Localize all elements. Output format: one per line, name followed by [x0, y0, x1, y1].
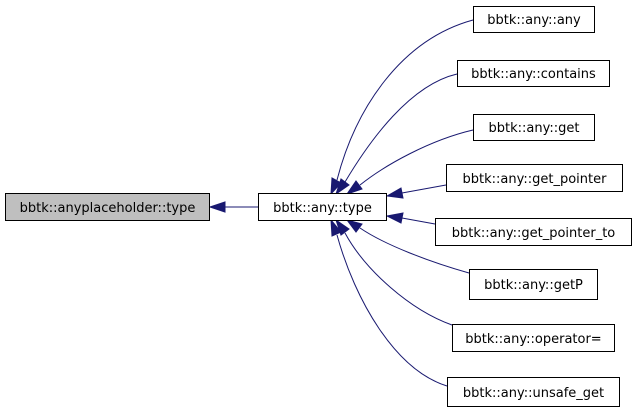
node-box-any-operator-eq[interactable]: [452, 324, 615, 352]
edge-any-unsafe-get-to-any-type: [336, 234, 448, 387]
edge-any-operator-eq-to-any-type: [344, 232, 453, 326]
node-label-anyplaceholder-type: bbtk::anyplaceholder::type: [20, 201, 196, 216]
edge-any-getp-to-any-type: [359, 227, 470, 274]
node-box-any-any[interactable]: [473, 6, 595, 33]
arrowhead-from-any-operator-eq: [335, 218, 350, 236]
node-label-any-get: bbtk::any::get: [489, 121, 580, 136]
node-label-any-any: bbtk::any::any: [487, 13, 581, 28]
edge-any-get-to-any-type: [359, 129, 474, 186]
node-box-any-unsafe-get[interactable]: [447, 377, 620, 407]
node-any-get-pointer-to[interactable]: bbtk::any::get_pointer_to: [435, 218, 632, 246]
node-label-any-operator-eq: bbtk::any::operator=: [465, 332, 601, 347]
arrowhead-from-any-unsafe-get: [330, 218, 342, 237]
node-any-operator-eq[interactable]: bbtk::any::operator=: [452, 324, 615, 352]
node-label-any-getp: bbtk::any::getP: [484, 278, 583, 293]
arrowhead-from-any-any: [330, 177, 342, 196]
node-label-any-get-pointer-to: bbtk::any::get_pointer_to: [452, 226, 616, 241]
node-any-type[interactable]: bbtk::any::type: [258, 193, 387, 221]
arrowhead-from-any-get-pointer: [385, 187, 404, 199]
edge-any-get-pointer-to-any-type: [401, 184, 447, 194]
node-any-unsafe-get[interactable]: bbtk::any::unsafe_get: [447, 377, 620, 407]
node-box-any-get[interactable]: [473, 114, 595, 141]
node-box-any-type[interactable]: [258, 193, 387, 221]
node-label-any-unsafe-get: bbtk::any::unsafe_get: [463, 386, 604, 401]
node-label-any-contains: bbtk::any::contains: [471, 67, 596, 82]
edge-any-contains-to-any-type: [344, 73, 458, 183]
arrowhead-from-any-getp: [345, 219, 363, 233]
node-box-any-get-pointer-to[interactable]: [435, 218, 632, 246]
node-box-any-contains[interactable]: [457, 60, 610, 87]
arrowhead-from-any-get-pointer-to: [385, 212, 404, 224]
node-anyplaceholder-type: bbtk::anyplaceholder::type: [5, 193, 210, 221]
node-box-any-get-pointer[interactable]: [446, 164, 623, 192]
edge-any-get-pointer-to-to-any-type: [401, 217, 436, 225]
node-any-any[interactable]: bbtk::any::any: [473, 6, 595, 33]
node-any-contains[interactable]: bbtk::any::contains: [457, 60, 610, 87]
node-any-get[interactable]: bbtk::any::get: [473, 114, 595, 141]
node-box-any-getp[interactable]: [469, 269, 598, 300]
node-any-get-pointer[interactable]: bbtk::any::get_pointer: [446, 164, 623, 192]
node-label-any-get-pointer: bbtk::any::get_pointer: [463, 172, 608, 187]
node-any-getp[interactable]: bbtk::any::getP: [469, 269, 598, 300]
node-label-any-type: bbtk::any::type: [273, 201, 372, 216]
arrowhead-from-any-contains: [335, 178, 350, 196]
arrowhead-anyplaceholder-type: [208, 201, 226, 213]
edge-any-any-to-any-type: [336, 19, 474, 181]
node-box-anyplaceholder-type: [5, 193, 210, 221]
arrowhead-from-any-get: [345, 180, 363, 195]
